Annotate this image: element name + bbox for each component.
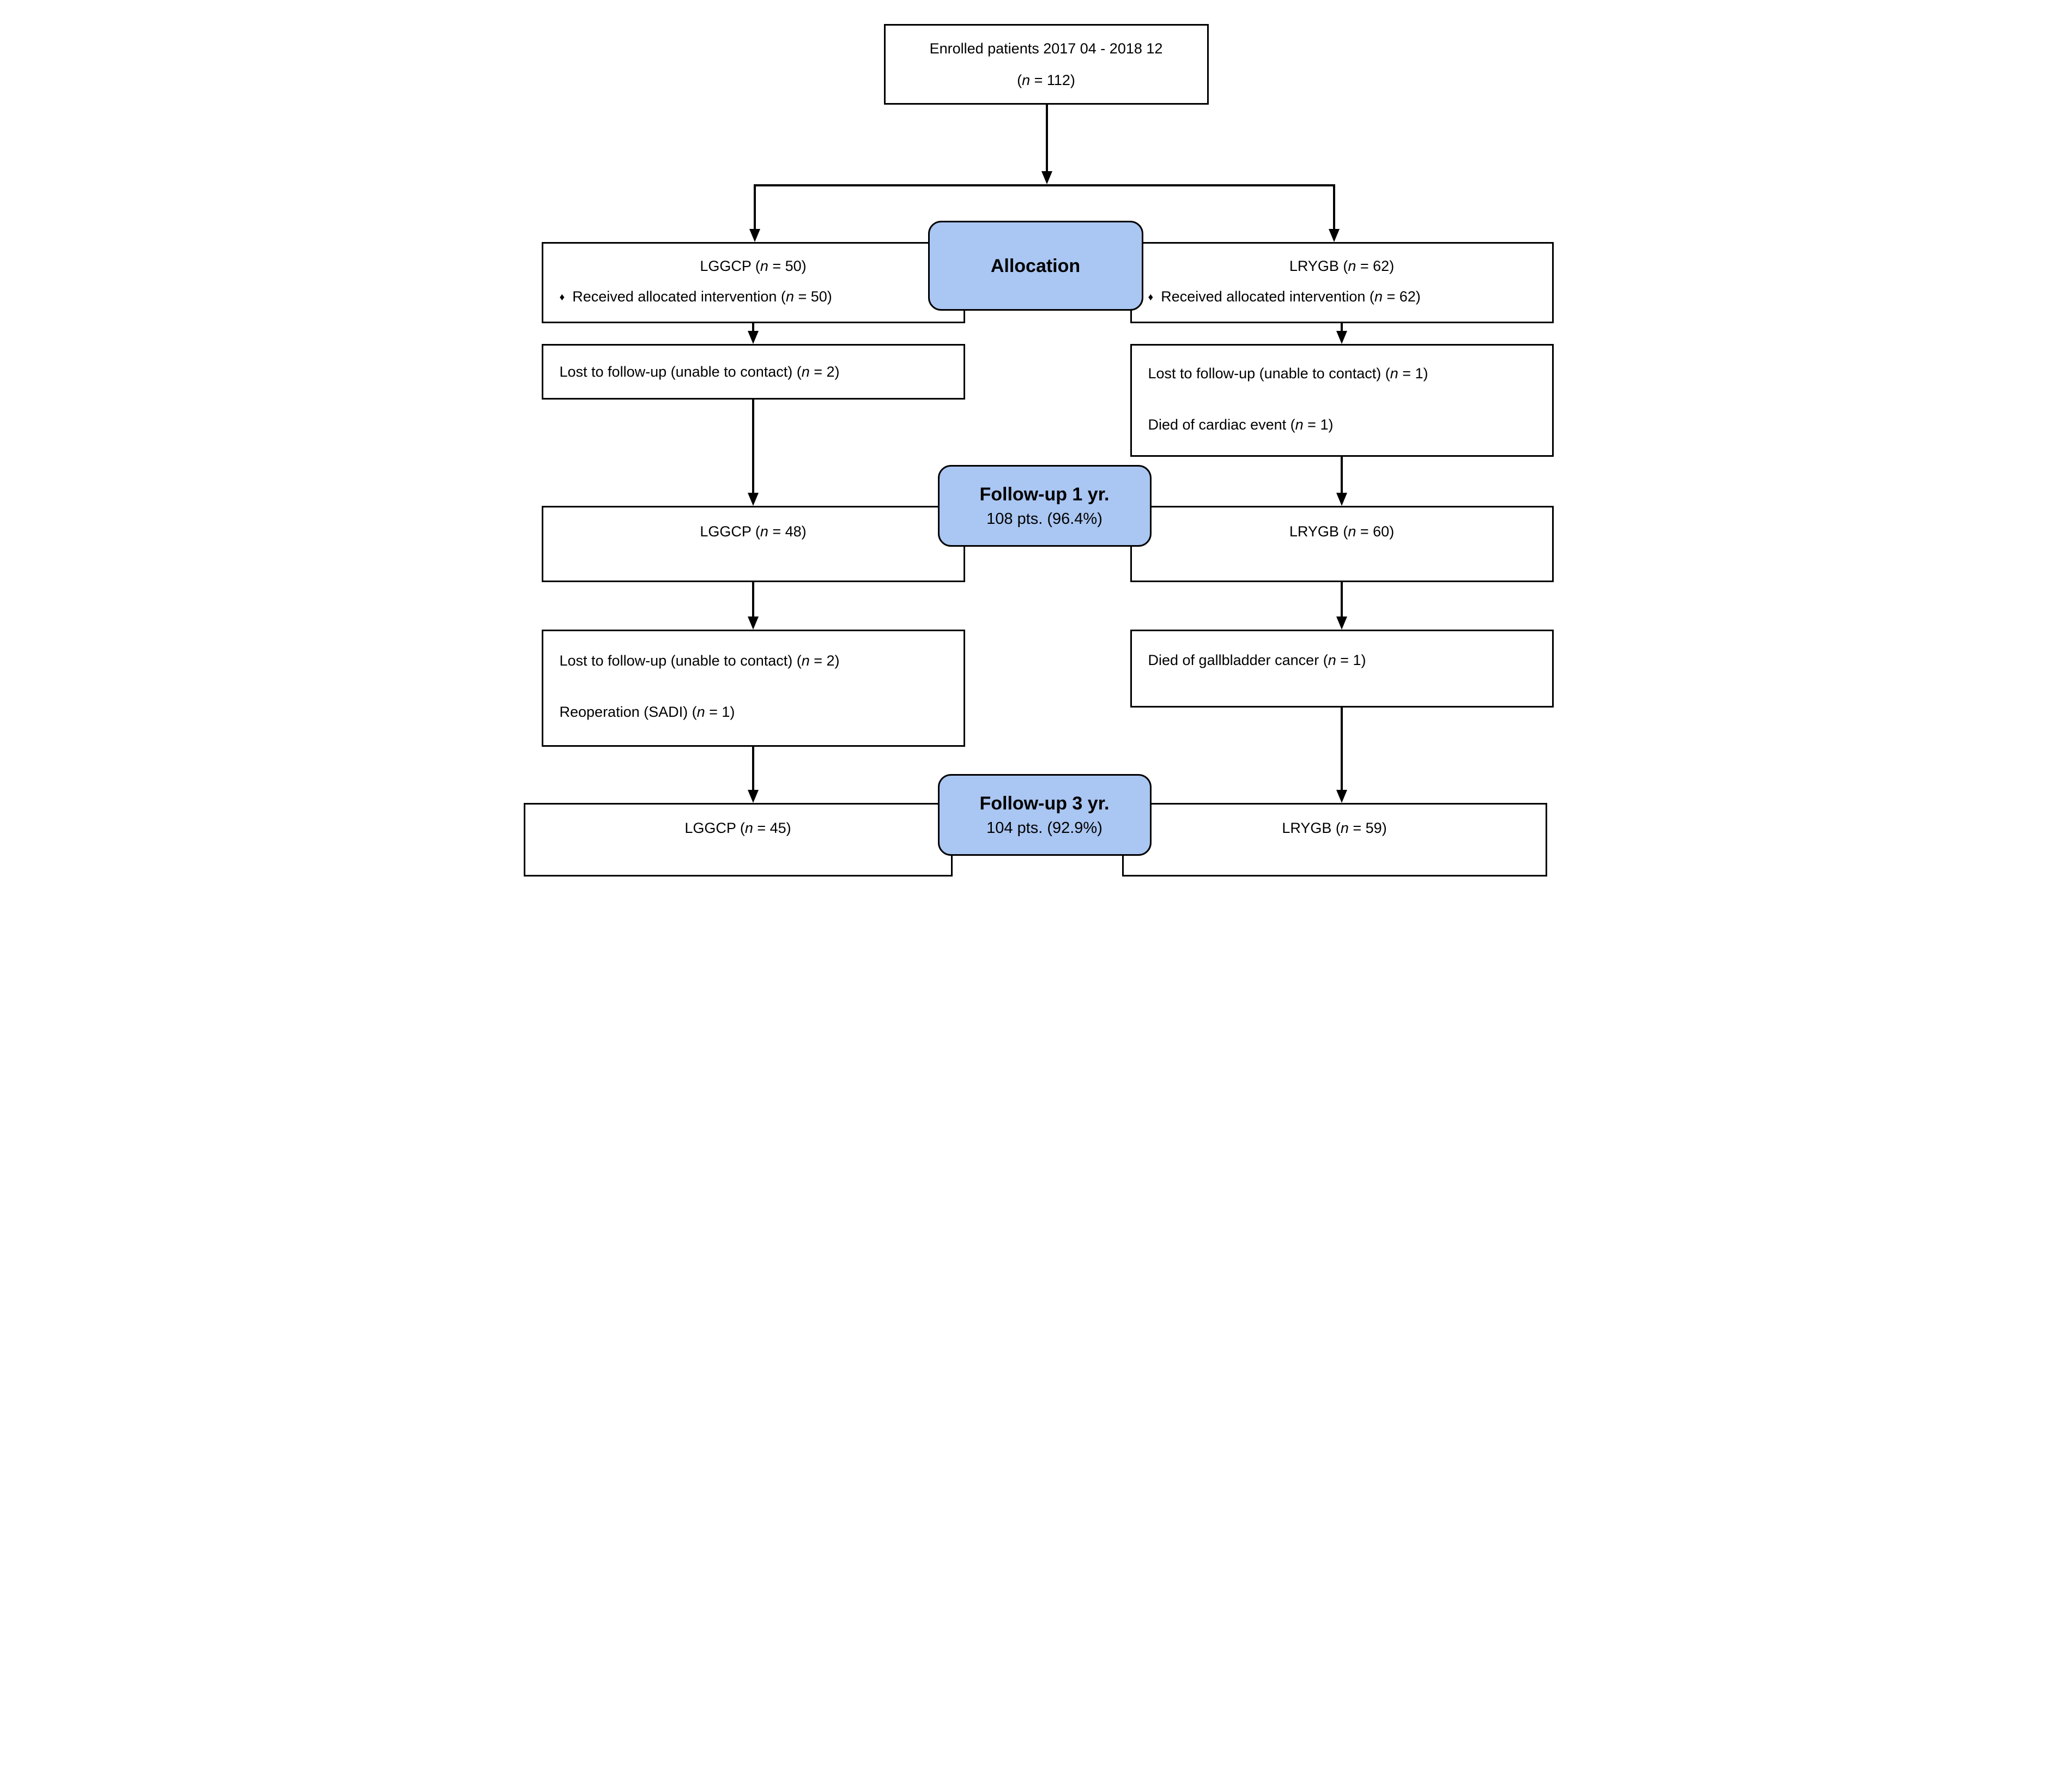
lrygb-attrition2-line1: Died of gallbladder cancer (n = 1) <box>1148 652 1366 668</box>
enrolled-line1: Enrolled patients 2017 04 - 2018 12 <box>929 40 1163 57</box>
arrow-down-icon <box>1041 171 1052 184</box>
arrow-down-icon <box>1336 493 1347 506</box>
lrygb-allocation-bullet-text: Received allocated intervention (n = 62) <box>1161 288 1421 305</box>
lrygb-allocation-box: LRYGB (n = 62) ♦ Received allocated inte… <box>1130 242 1554 323</box>
arrow-down-icon <box>1336 331 1347 344</box>
stage-followup-1yr-detail: 108 pts. (96.4%) <box>986 510 1102 528</box>
diamond-bullet-icon: ♦ <box>559 292 565 303</box>
diamond-bullet-icon: ♦ <box>1148 292 1154 303</box>
arrow-down-icon <box>1336 617 1347 630</box>
connector-attrition2-to-followup3-right <box>1340 708 1343 791</box>
stage-followup-3yr-label: Follow-up 3 yr. <box>979 793 1110 814</box>
lggcp-allocation-bullet-text: Received allocated intervention (n = 50) <box>572 288 832 305</box>
connector-lggcp-to-attrition1 <box>752 323 754 332</box>
lrygb-attrition1-line1: Lost to follow-up (unable to contact) (n… <box>1148 365 1428 382</box>
lrygb-followup3-title: LRYGB (n = 59) <box>1282 820 1387 836</box>
arrow-down-icon <box>1336 790 1347 803</box>
connector-followup1-to-attrition2-left <box>752 582 754 618</box>
stage-allocation: Allocation <box>928 221 1143 311</box>
lggcp-followup1-title: LGGCP (n = 48) <box>700 523 807 540</box>
lggcp-followup3-box: LGGCP (n = 45) <box>523 803 953 877</box>
lrygb-allocation-bullet-line: ♦ Received allocated intervention (n = 6… <box>1132 287 1552 308</box>
stage-allocation-label: Allocation <box>990 255 1081 276</box>
lrygb-followup1-box: LRYGB (n = 60) <box>1130 506 1554 582</box>
connector-lrygb-to-attrition1 <box>1340 323 1343 332</box>
connector-attrition1-to-followup1-left <box>752 400 754 494</box>
connector-branch-to-lrygb <box>1332 184 1335 229</box>
lrygb-allocation-title: LRYGB (n = 62) <box>1289 258 1395 274</box>
enrolled-count: (n = 112) <box>1017 72 1075 88</box>
lggcp-followup1-box: LGGCP (n = 48) <box>541 506 965 582</box>
lrygb-attrition1-box: Lost to follow-up (unable to contact) (n… <box>1130 344 1554 457</box>
arrow-down-icon <box>1328 229 1340 242</box>
arrow-down-icon <box>749 229 760 242</box>
lggcp-followup3-title: LGGCP (n = 45) <box>684 820 791 836</box>
lrygb-followup3-box: LRYGB (n = 59) <box>1122 803 1547 877</box>
stage-followup-1yr: Follow-up 1 yr. 108 pts. (96.4%) <box>937 465 1152 547</box>
stage-followup-3yr-detail: 104 pts. (92.9%) <box>986 819 1102 837</box>
connector-followup1-to-attrition2-right <box>1340 582 1343 618</box>
lggcp-attrition2-line1: Lost to follow-up (unable to contact) (n… <box>559 652 840 669</box>
consort-flow-diagram: Enrolled patients 2017 04 - 2018 12 (n =… <box>518 0 1554 892</box>
arrow-down-icon <box>747 331 759 344</box>
enrolled-patients-box: Enrolled patients 2017 04 - 2018 12 (n =… <box>883 24 1209 105</box>
lggcp-allocation-title: LGGCP (n = 50) <box>700 258 807 274</box>
lggcp-attrition1-line1: Lost to follow-up (unable to contact) (n… <box>559 364 840 380</box>
stage-followup-1yr-label: Follow-up 1 yr. <box>979 484 1110 505</box>
lrygb-followup1-title: LRYGB (n = 60) <box>1289 523 1395 540</box>
lggcp-attrition1-box: Lost to follow-up (unable to contact) (n… <box>541 344 965 400</box>
stage-followup-3yr: Follow-up 3 yr. 104 pts. (92.9%) <box>937 774 1152 856</box>
connector-enrolled-to-branch <box>1045 105 1048 171</box>
lggcp-attrition2-line2: Reoperation (SADI) (n = 1) <box>559 704 735 720</box>
lggcp-allocation-bullet-line: ♦ Received allocated intervention (n = 5… <box>543 287 964 308</box>
lggcp-allocation-box: LGGCP (n = 50) ♦ Received allocated inte… <box>541 242 965 323</box>
lrygb-attrition1-line2: Died of cardiac event (n = 1) <box>1148 416 1334 433</box>
connector-attrition1-to-followup1-right <box>1340 457 1343 494</box>
lggcp-attrition2-box: Lost to follow-up (unable to contact) (n… <box>541 630 965 747</box>
lrygb-attrition2-box: Died of gallbladder cancer (n = 1) <box>1130 630 1554 708</box>
arrow-down-icon <box>747 617 759 630</box>
connector-branch-horizontal <box>753 184 1335 186</box>
arrow-down-icon <box>747 790 759 803</box>
connector-attrition2-to-followup3-left <box>752 747 754 791</box>
connector-branch-to-lggcp <box>753 184 756 229</box>
arrow-down-icon <box>747 493 759 506</box>
